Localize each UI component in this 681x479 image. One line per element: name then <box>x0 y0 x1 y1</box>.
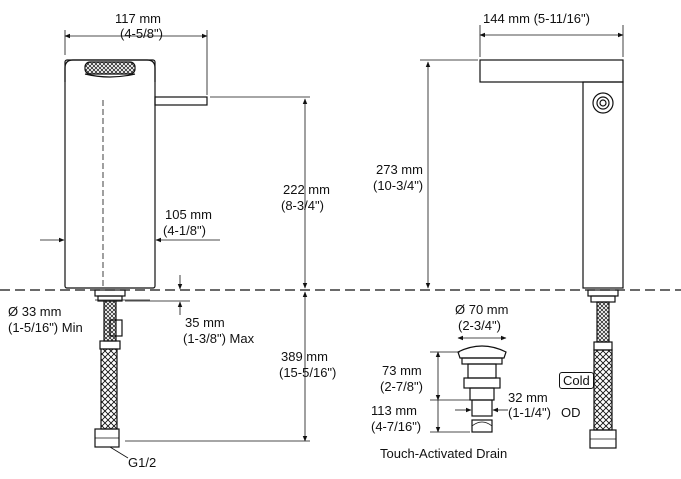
deck-mm-label: 35 mm <box>185 315 225 330</box>
drain-cap <box>457 345 507 359</box>
side-height-dim <box>420 59 478 289</box>
top-width-mm-label: 117 mm <box>115 11 161 26</box>
drain-h2-in-label: (4-7/16") <box>371 419 422 434</box>
total-height-mm-label: 273 mm <box>376 162 423 177</box>
top-width-in-label: (4-5/8") <box>120 26 163 41</box>
front-view-faucet <box>64 59 208 289</box>
drain-od-in-label: (1-1/4") <box>508 405 551 420</box>
drain-h1-in-label: (2-7/8") <box>380 379 423 394</box>
front-top-cap <box>64 59 156 82</box>
drain-caption: Touch-Activated Drain <box>380 446 508 461</box>
below-mm-label: 389 mm <box>281 349 328 364</box>
drain-od-mm-label: 32 mm <box>508 390 548 405</box>
side-width-dim <box>479 25 624 57</box>
front-supply-hose <box>100 348 118 430</box>
hole-dia-in-label: (1-5/16") Min <box>8 320 83 335</box>
total-height-in-label: (10-3/4") <box>373 178 424 193</box>
front-below-counter <box>94 275 310 459</box>
front-body <box>64 59 156 289</box>
drain-h2-mm-label: 113 mm <box>371 403 417 418</box>
front-top-width-dim <box>64 30 208 95</box>
below-in-label: (15-5/16") <box>279 365 337 380</box>
side-supply-hose <box>593 349 613 431</box>
body-width-in-label: (4-1/8") <box>163 223 206 238</box>
side-width-label: 144 mm (5-11/16") <box>483 11 590 26</box>
side-below-counter <box>575 289 619 449</box>
cold-label: Cold <box>559 372 594 389</box>
spout-height-mm-label: 222 mm <box>283 182 330 197</box>
thread-label: G1/2 <box>128 455 157 470</box>
front-spout <box>154 96 208 106</box>
drain-od-suffix-label: OD <box>561 405 581 420</box>
spout-height-in-label: (8-3/4") <box>281 198 324 213</box>
drain-dia-in-label: (2-3/4") <box>458 318 501 333</box>
front-spout-height-dim <box>210 96 310 289</box>
side-view-faucet <box>479 59 624 289</box>
sensor-ring <box>592 92 614 114</box>
side-spout <box>479 59 624 83</box>
body-width-mm-label: 105 mm <box>165 207 212 222</box>
deck-in-label: (1-3/8") Max <box>183 331 255 346</box>
front-grille <box>84 61 136 75</box>
hole-dia-mm-label: Ø 33 mm <box>8 304 62 319</box>
drain-h1-mm-label: 73 mm <box>382 363 422 378</box>
drain-assembly <box>430 335 508 433</box>
drain-dia-mm-label: Ø 70 mm <box>455 302 509 317</box>
